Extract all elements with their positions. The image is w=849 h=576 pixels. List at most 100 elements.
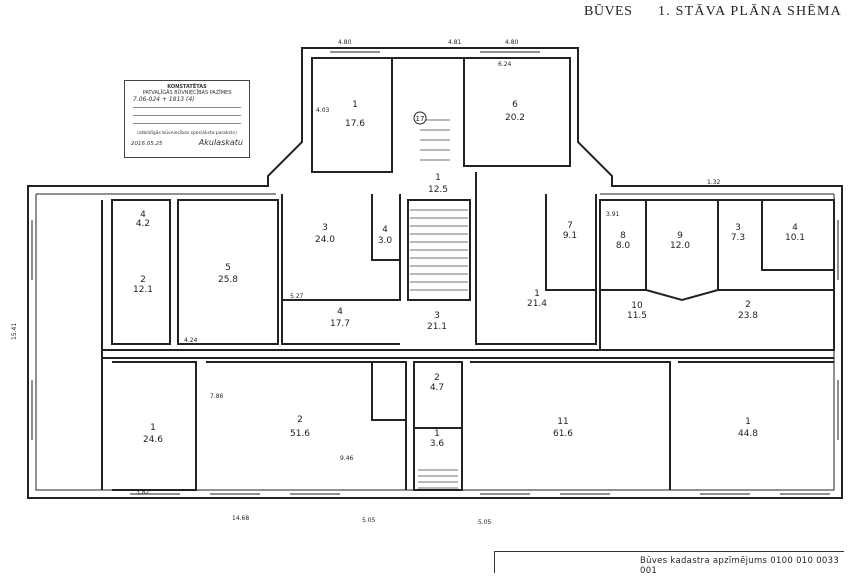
wall — [177, 199, 279, 345]
room-area: 12.1 — [133, 285, 153, 295]
cadastre-frame — [494, 551, 844, 573]
room-area: 20.2 — [505, 113, 525, 123]
room-area: 9.1 — [563, 231, 577, 241]
stamp-number: 7.06-024 + 1813 (4) — [133, 96, 195, 103]
dimension-label: 1.32 — [707, 179, 721, 186]
room-number: 9 — [677, 231, 683, 241]
room-number: 3 — [434, 311, 440, 321]
wall — [281, 300, 400, 345]
dimension-label: 7.86 — [210, 393, 224, 400]
wall — [470, 361, 834, 490]
dimension-label: 5.27 — [290, 293, 304, 300]
dimension-label: 4.80 — [338, 39, 352, 46]
wall — [311, 57, 393, 173]
room-number: 1 — [534, 289, 540, 299]
room-number: 3 — [735, 223, 741, 233]
stair-treads — [410, 209, 468, 291]
wall — [761, 200, 834, 271]
dimension-label: 4.24 — [184, 337, 198, 344]
room-number: 1 — [352, 100, 358, 110]
room-area: 11.5 — [627, 311, 647, 321]
room-area: 12.0 — [670, 241, 690, 251]
stamp-signature: Akulaskatu — [198, 138, 243, 147]
room-number: 11 — [557, 417, 568, 427]
wall — [475, 172, 597, 345]
dimension-label: 15.41 — [11, 323, 18, 340]
room-number: 4 — [337, 307, 343, 317]
room-area: 51.6 — [290, 429, 310, 439]
title-buves: BŪVES — [584, 4, 633, 19]
room-area: 4.7 — [430, 383, 444, 393]
stair-treads — [420, 119, 450, 161]
room-number: 1 — [434, 429, 440, 439]
wall — [371, 362, 406, 421]
room-number: 4 — [140, 210, 146, 220]
konstatetas-stamp: KONSTATĒTAS PATVAĻĪGĀS BŪVNIECĪBAS PAZĪM… — [124, 80, 250, 158]
dimension-label: 4.81 — [448, 39, 462, 46]
room-area: 24.0 — [315, 235, 335, 245]
room-area: 12.5 — [428, 185, 448, 195]
room-area: 23.8 — [738, 311, 758, 321]
marker-circle — [413, 111, 427, 125]
wall — [407, 199, 471, 301]
room-area: 3.6 — [430, 439, 445, 449]
room-area: 25.8 — [218, 275, 238, 285]
stamp-rule — [133, 115, 241, 116]
room-number: 3 — [322, 223, 328, 233]
wall — [281, 194, 401, 301]
stamp-date: 2016.05.25 — [131, 141, 163, 147]
room-area: 21.1 — [427, 322, 447, 332]
room-area: 24.6 — [143, 435, 163, 445]
room-number: 4 — [382, 225, 388, 235]
dimension-label: 6.24 — [498, 61, 512, 68]
room-area: 17.6 — [345, 119, 365, 129]
stamp-line1: KONSTATĒTAS — [167, 84, 207, 90]
dimension-label: 3.82 — [136, 489, 150, 496]
wall — [111, 199, 171, 345]
room-number: 1 — [745, 417, 751, 427]
room-area: 3.0 — [378, 236, 393, 246]
cadastre-label: Būves kadastra apzīmējums 0100 010 0033 … — [640, 556, 840, 576]
room-area: 7.3 — [731, 233, 745, 243]
dimension-label: 9.46 — [340, 455, 354, 462]
room-area: 44.8 — [738, 429, 758, 439]
room-number: 2 — [434, 373, 440, 383]
dimension-label: 5.05 — [362, 517, 376, 524]
title-plan: 1. STĀVA PLĀNA SHĒMA — [658, 4, 842, 19]
wall — [102, 349, 834, 359]
stamp-rule — [133, 107, 241, 108]
room-number: 4 — [792, 223, 798, 233]
room-number: 6 — [512, 100, 518, 110]
dimension-label: 14.68 — [232, 515, 249, 522]
window — [31, 220, 839, 440]
dimension-label: 4.80 — [505, 39, 519, 46]
room-number: 10 — [631, 301, 643, 311]
wall — [206, 361, 407, 490]
wall — [112, 361, 197, 491]
room-area: 61.6 — [553, 429, 573, 439]
stamp-rule — [133, 123, 241, 124]
room-area: 17.7 — [330, 319, 350, 329]
dimension-label: 3.91 — [606, 211, 620, 218]
room-area: 10.1 — [785, 233, 805, 243]
room-number: 2 — [140, 275, 146, 285]
room-area: 4.2 — [136, 219, 150, 229]
room-number: 1 — [150, 423, 156, 433]
room-number: 1 — [435, 173, 441, 183]
outer-wall — [27, 47, 843, 499]
stair-treads — [418, 469, 458, 489]
wall — [645, 200, 719, 302]
dimension-label: 5.05 — [478, 519, 492, 526]
stamp-line2: PATVAĻĪGĀS BŪVNIECĪBAS PAZĪMES — [142, 90, 232, 96]
dimension-label: 4.03 — [316, 107, 330, 114]
room-number: 8 — [620, 231, 626, 241]
room-number: 5 — [225, 263, 231, 273]
room-number: 2 — [745, 300, 751, 310]
wall — [463, 57, 571, 167]
room-area: 8.0 — [616, 241, 631, 251]
room-number: 7 — [567, 221, 573, 231]
wall — [413, 361, 463, 491]
stamp-line3: (atbildīgās būvniecības speciālista para… — [137, 131, 237, 136]
marker-label: 17 — [416, 115, 425, 123]
